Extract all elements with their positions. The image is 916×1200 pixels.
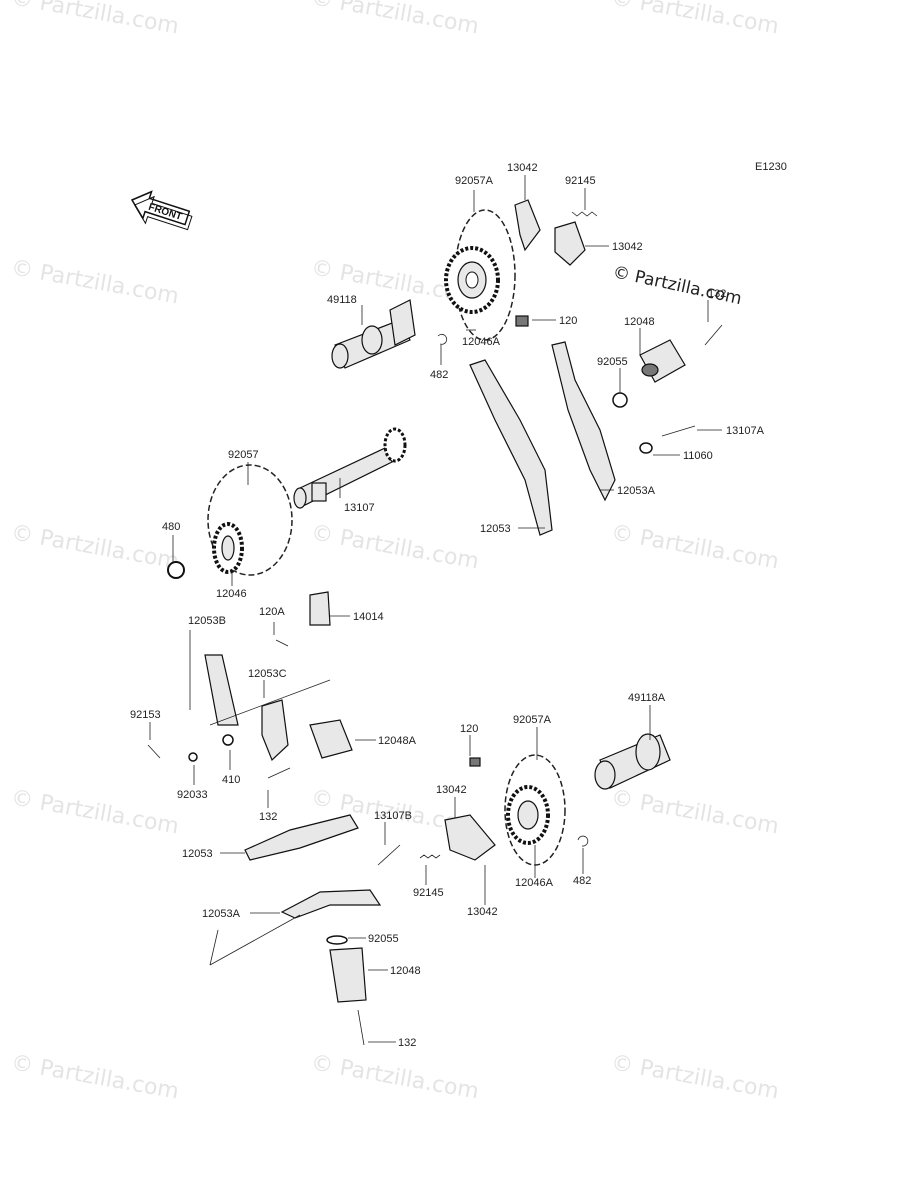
- label-92055-top: 92055: [597, 356, 628, 368]
- bolt-13107B: [377, 844, 401, 866]
- label-132-mid: 132: [259, 811, 277, 823]
- label-12053-bottom: 12053: [182, 848, 213, 860]
- circlip-482-bottom: [577, 835, 589, 847]
- tensioner-guide-top: [551, 341, 616, 502]
- washer-410: [222, 734, 234, 746]
- label-120A: 120A: [259, 606, 285, 618]
- oring-92055-top: [612, 392, 628, 408]
- label-14014: 14014: [353, 611, 384, 623]
- label-12053A-top: 12053A: [617, 485, 656, 497]
- circlip-482-top: [437, 333, 448, 345]
- cam-sprocket-top: [444, 246, 500, 314]
- tensioner-bottom: [329, 947, 367, 1003]
- chain-guide-top: [469, 359, 553, 536]
- label-49118A: 49118A: [628, 692, 666, 704]
- tensioner-12048A: [309, 719, 353, 759]
- spring-bottom: [419, 854, 441, 859]
- label-92057A-top: 92057A: [455, 175, 494, 187]
- tensioner-top: [639, 339, 686, 383]
- label-12046A-bottom: 12046A: [515, 877, 554, 889]
- label-410: 410: [222, 774, 240, 786]
- label-92057A-bottom: 92057A: [513, 714, 552, 726]
- label-11060: 11060: [683, 450, 713, 462]
- label-13107: 13107: [344, 502, 375, 514]
- collar-92033: [188, 752, 198, 762]
- label-13042-bottom-a: 13042: [436, 784, 467, 796]
- decomp-weight-top-a: [514, 199, 541, 252]
- label-132-top: 132: [708, 288, 726, 300]
- label-92145-bottom: 92145: [413, 887, 444, 899]
- label-12046A-top: 12046A: [462, 336, 501, 348]
- label-12053C: 12053C: [248, 668, 287, 680]
- label-12046: 12046: [216, 588, 247, 600]
- label-13042-top-b: 13042: [612, 241, 643, 253]
- label-482-bottom: 482: [573, 875, 591, 887]
- label-13107A: 13107A: [726, 425, 765, 437]
- label-92145-top: 92145: [565, 175, 596, 187]
- label-482-top: 482: [430, 369, 448, 381]
- label-13042-top-a: 13042: [507, 162, 538, 174]
- label-12053A-bottom: 12053A: [202, 908, 241, 920]
- bolt-13107A: [661, 425, 696, 437]
- label-120-top: 120: [559, 315, 577, 327]
- label-12048-bottom: 12048: [390, 965, 421, 977]
- bolt-92153: [147, 744, 161, 759]
- cam-chain-main: [207, 464, 293, 576]
- front-arrow-icon: FRONT: [130, 190, 193, 231]
- washer-11060: [639, 442, 653, 454]
- bolt-132-mid: [267, 767, 291, 779]
- diagram-code: E1230: [755, 161, 787, 173]
- camshaft-bottom: [594, 733, 671, 790]
- label-92033: 92033: [177, 789, 208, 801]
- tensioner-guide-bottom: [280, 889, 382, 919]
- crank-sprocket: [212, 522, 244, 574]
- shaft-13107: [293, 427, 407, 509]
- label-132-bottom: 132: [398, 1037, 416, 1049]
- bolt-132-bottom: [357, 1009, 365, 1046]
- label-12048-top: 12048: [624, 316, 655, 328]
- label-13042-bottom-b: 13042: [467, 906, 498, 918]
- label-12048A: 12048A: [378, 735, 417, 747]
- guide-12053B: [204, 654, 239, 726]
- plate-14014: [309, 591, 331, 626]
- bolt-120-top: [515, 315, 529, 327]
- oring-92055-bottom: [326, 935, 348, 945]
- chain-guide-bottom: [244, 814, 359, 861]
- decomp-weights-bottom: [444, 814, 496, 861]
- bolt-120A: [275, 639, 289, 647]
- camshaft-top: [331, 299, 416, 369]
- label-12053B: 12053B: [188, 615, 226, 627]
- bolt-132-top: [704, 324, 723, 346]
- decomp-weight-top-b: [554, 221, 586, 266]
- label-92057: 92057: [228, 449, 259, 461]
- label-49118: 49118: [327, 294, 357, 306]
- bolt-120-bottom: [469, 757, 481, 767]
- label-120-bottom: 120: [460, 723, 478, 735]
- label-92055-bottom: 92055: [368, 933, 399, 945]
- label-12053-top: 12053: [480, 523, 511, 535]
- spring-top: [571, 211, 598, 217]
- guide-12053C: [261, 699, 289, 762]
- cam-sprocket-bottom: [506, 785, 550, 845]
- label-13107B: 13107B: [374, 810, 412, 822]
- circlip-480: [167, 561, 185, 579]
- label-92153: 92153: [130, 709, 161, 721]
- copyright-text: © Partzilla.com: [611, 262, 743, 309]
- label-480: 480: [162, 521, 180, 533]
